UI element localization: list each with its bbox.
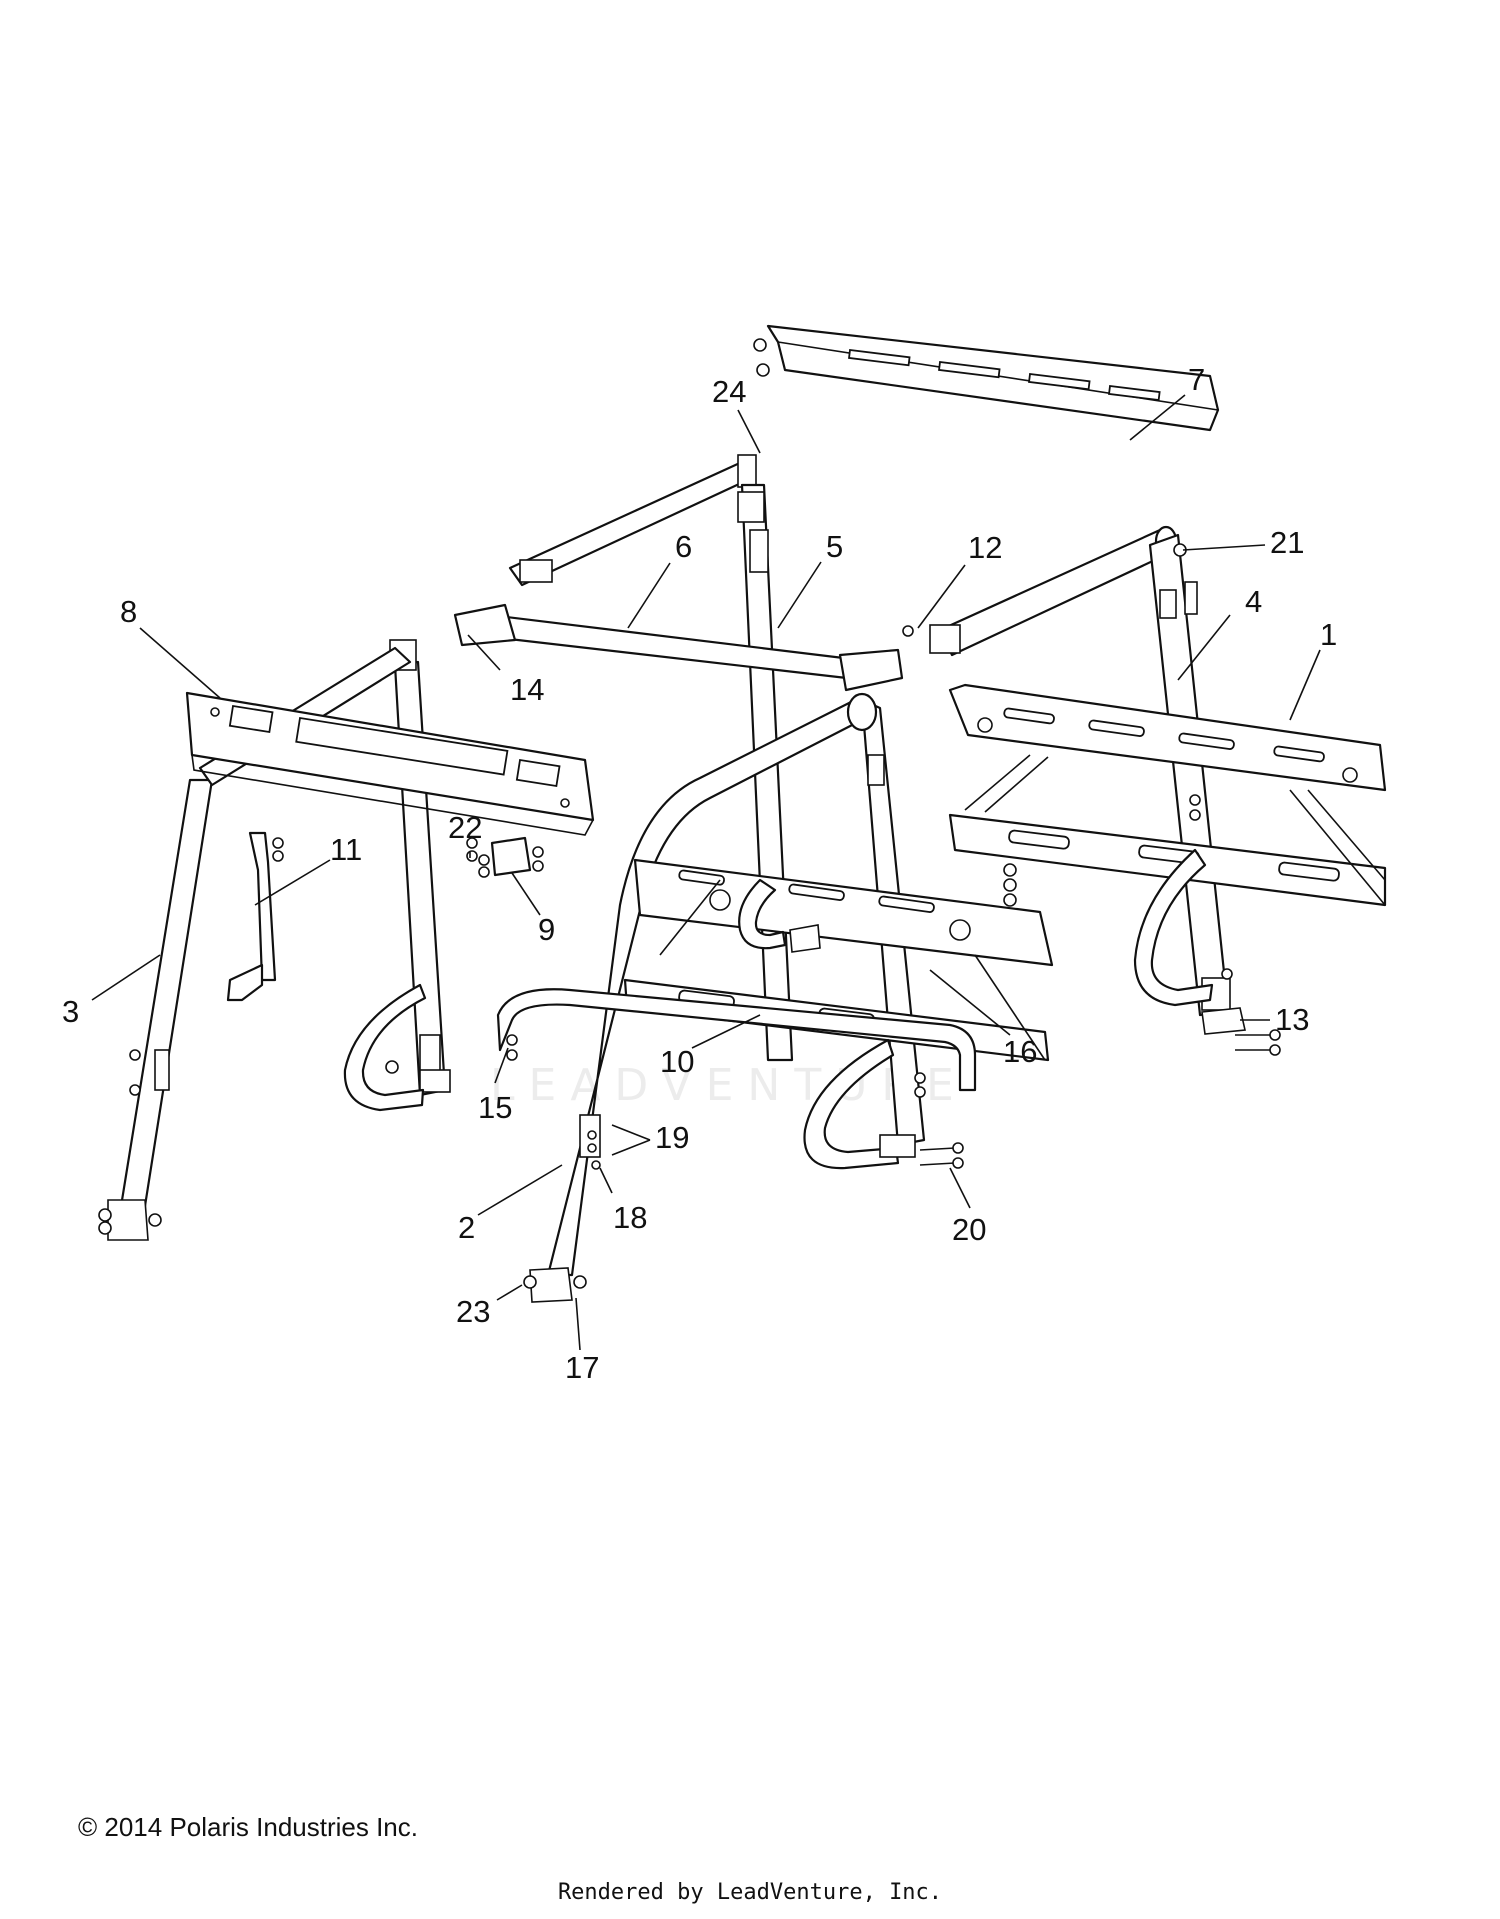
left-rear-grab-handle[interactable] xyxy=(343,983,427,1112)
callout-7: 7 xyxy=(1188,362,1205,397)
callout-labels: 24 7 21 12 5 6 14 8 4 1 11 22 9 3 13 10 … xyxy=(62,362,1337,1385)
callout-21: 21 xyxy=(1270,525,1304,560)
callout-13: 13 xyxy=(1275,1002,1309,1037)
callout-3: 3 xyxy=(62,994,79,1029)
rear-roof-panel[interactable] xyxy=(766,324,1220,432)
callout-19: 19 xyxy=(655,1120,689,1155)
leader-lines xyxy=(91,394,1321,1351)
callout-2: 2 xyxy=(458,1210,475,1245)
callout-12: 12 xyxy=(968,530,1002,565)
mounting-bracket[interactable] xyxy=(478,836,544,878)
callout-6: 6 xyxy=(675,529,692,564)
callout-17: 17 xyxy=(565,1350,599,1385)
left-grab-handle[interactable] xyxy=(226,831,284,1002)
hardware-bolts[interactable] xyxy=(466,338,1281,1170)
right-rear-post[interactable] xyxy=(1148,533,1246,1035)
rendered-by-footer: Rendered by LeadVenture, Inc. xyxy=(557,1880,943,1905)
left-front-post[interactable] xyxy=(98,778,214,1241)
callout-15: 15 xyxy=(478,1090,512,1125)
front-cross-tube[interactable] xyxy=(453,603,904,692)
callout-8: 8 xyxy=(120,594,137,629)
callout-22: 22 xyxy=(448,810,482,845)
callout-24: 24 xyxy=(712,374,746,409)
upper-left-rear-tube[interactable] xyxy=(508,454,757,587)
callout-10: 10 xyxy=(660,1044,694,1079)
left-rear-post[interactable] xyxy=(389,639,451,1097)
callout-5: 5 xyxy=(826,529,843,564)
callout-23: 23 xyxy=(456,1294,490,1329)
right-rear-upper-tube[interactable] xyxy=(929,525,1178,657)
windshield-header[interactable] xyxy=(185,691,595,836)
right-rear-grab-handle[interactable] xyxy=(1133,848,1214,1007)
callout-1: 1 xyxy=(1320,617,1337,652)
front-right-grab-handle[interactable] xyxy=(803,1038,926,1170)
callout-16: 16 xyxy=(1003,1034,1037,1069)
callout-20: 20 xyxy=(952,1212,986,1247)
callout-4: 4 xyxy=(1245,584,1262,619)
front-cross-handle[interactable] xyxy=(496,988,977,1092)
center-grab-handle[interactable] xyxy=(738,878,821,953)
watermark-text: LEADVENTURE xyxy=(490,1060,968,1111)
callout-14: 14 xyxy=(510,672,544,707)
callout-11: 11 xyxy=(330,832,362,867)
right-side-bed-rail[interactable] xyxy=(948,683,1387,907)
copyright-notice: © 2014 Polaris Industries Inc. xyxy=(78,1812,418,1842)
callout-9: 9 xyxy=(538,912,555,947)
callout-18: 18 xyxy=(613,1200,647,1235)
